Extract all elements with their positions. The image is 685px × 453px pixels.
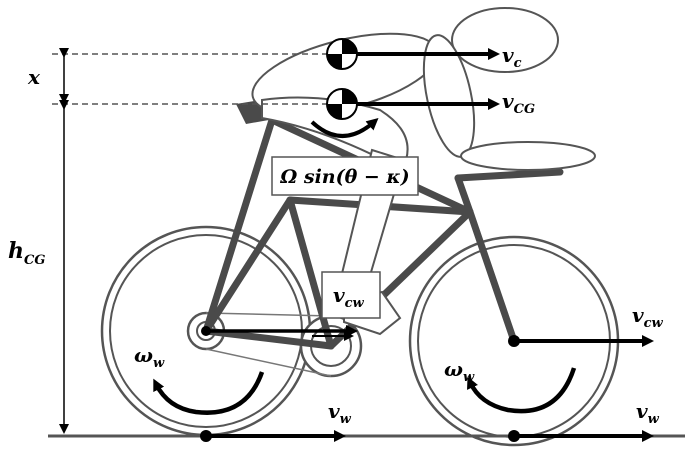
- vcg-label: vCG: [502, 89, 535, 117]
- omega-w-rear-label: ωw: [134, 343, 165, 371]
- svg-text:vcw: vcw: [333, 283, 365, 311]
- hcg-label: hCG: [8, 238, 45, 268]
- chain-bottom: [205, 348, 332, 377]
- omega-w-front-label: ωw: [444, 357, 475, 385]
- x-label: x: [27, 65, 41, 89]
- com-symbol-cg: [326, 88, 358, 120]
- vcw-right-label: vcw: [632, 303, 664, 331]
- vcw-box: vcw: [321, 271, 381, 319]
- vw-rear-label: vw: [328, 399, 352, 427]
- cg-rotation-arc: [310, 118, 379, 138]
- com-symbol-c: [326, 38, 358, 70]
- omega-expression-box: Ω sin(θ − κ): [271, 156, 419, 196]
- front-wheel-rotation-arc: [467, 367, 577, 414]
- chain-top: [205, 312, 332, 317]
- svg-text:Ω sin(θ − κ): Ω sin(θ − κ): [279, 166, 409, 188]
- vw-front-label: vw: [636, 399, 660, 427]
- rear-wheel-rotation-arc: [153, 371, 265, 415]
- vc-label: vc: [502, 43, 522, 71]
